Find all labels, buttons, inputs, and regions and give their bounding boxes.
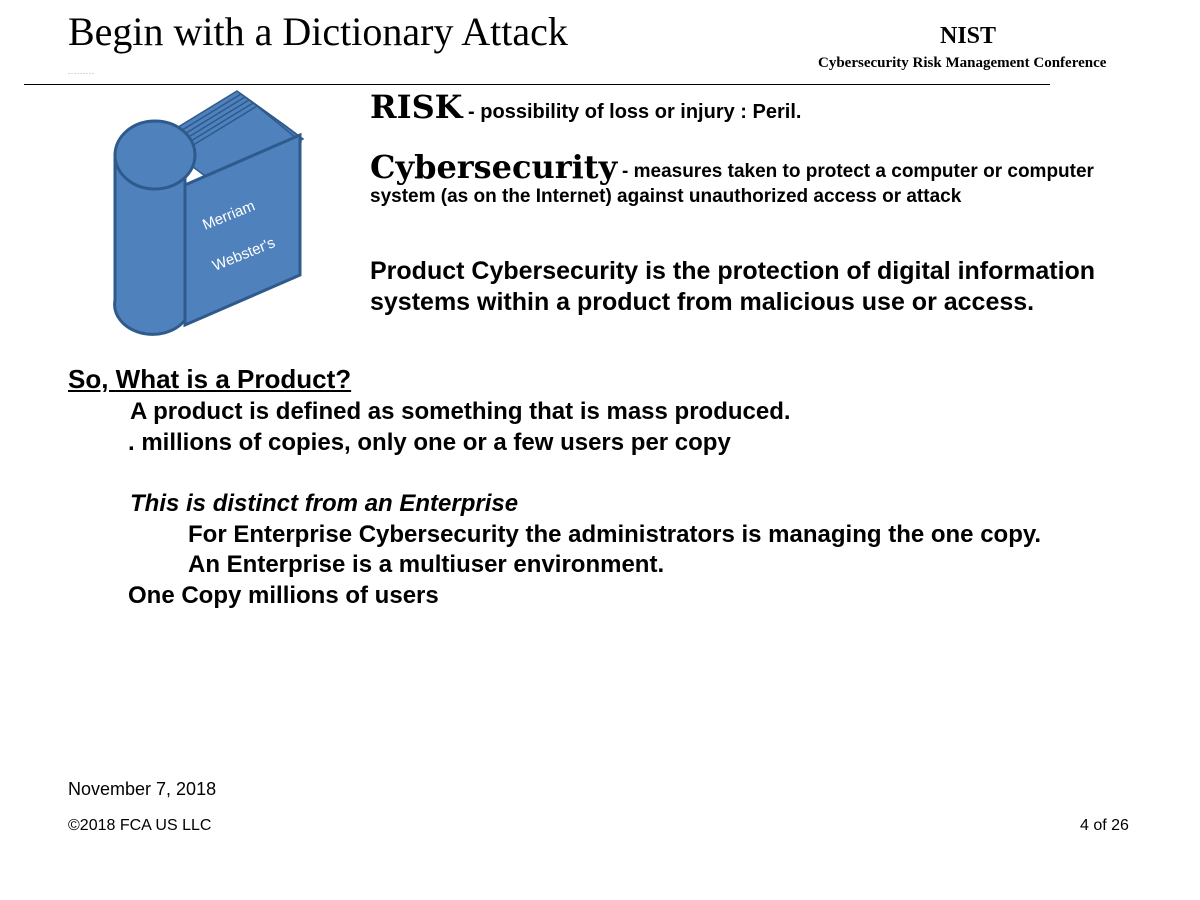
book-spine (113, 153, 187, 336)
conference-name: Cybersecurity Risk Management Conference (818, 55, 1107, 71)
risk-definition: RISK - possibility of loss or injury : P… (370, 88, 1170, 126)
title-dots: ········· (68, 71, 95, 77)
enterprise-distinction-line: This is distinct from an Enterprise (130, 490, 519, 517)
book-cover (183, 132, 302, 328)
product-definition-line: A product is defined as something that i… (130, 398, 791, 425)
org-name: NIST (940, 23, 997, 49)
slide-title: Begin with a Dictionary Attack (68, 9, 568, 54)
enterprise-admin-line: For Enterprise Cybersecurity the adminis… (188, 521, 1042, 548)
one-copy-line: One Copy millions of users (128, 582, 439, 609)
cybersecurity-definition-line-1: - measures taken to protect a computer o… (622, 161, 1094, 182)
dictionary-book-icon: Merriam Webster's (113, 90, 305, 336)
cybersecurity-term: Cybersecurity (370, 148, 618, 186)
product-cybersecurity-definition: Product Cybersecurity is the protection … (370, 257, 1096, 316)
product-copies-line: . millions of copies, only one or a few … (128, 429, 731, 456)
enterprise-multiuser-line: An Enterprise is a multiuser environment… (188, 551, 665, 578)
risk-term: RISK (370, 88, 463, 126)
footer-date: November 7, 2018 (68, 779, 217, 799)
cybersecurity-definition-line-2: system (as on the Internet) against unau… (370, 186, 962, 207)
section-heading: So, What is a Product? (68, 364, 352, 394)
page-number: 4 of 26 (1080, 817, 1129, 834)
book-spine-top (113, 119, 197, 191)
footer-copyright: ©2018 FCA US LLC (68, 817, 212, 834)
title-divider (24, 84, 1050, 85)
risk-definition-text: - possibility of loss or injury : Peril. (462, 101, 802, 123)
